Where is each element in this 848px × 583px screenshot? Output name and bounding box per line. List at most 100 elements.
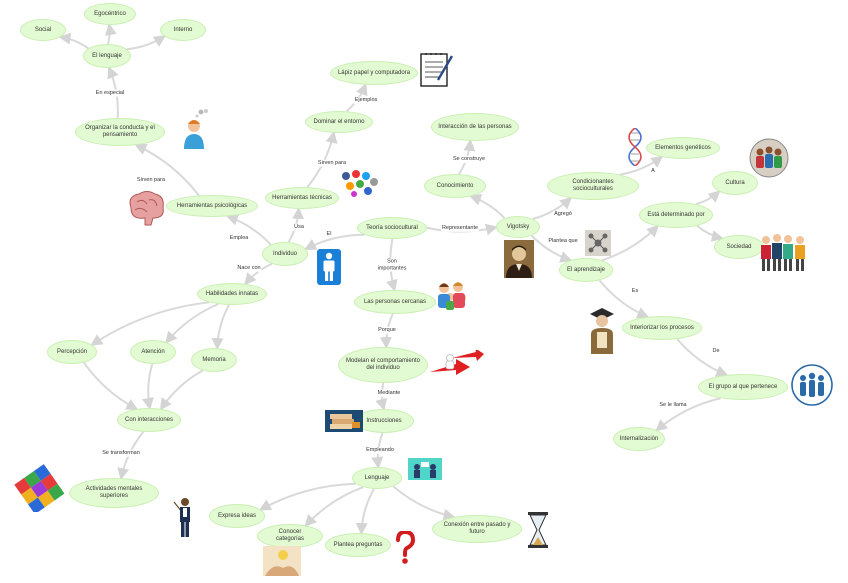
node-condicionantes-socioculturales[interactable]: Condicionantes socioculturales — [547, 172, 639, 200]
edge-label-es: Es — [630, 287, 640, 295]
connector-lenguaje-to-conocer — [304, 486, 364, 527]
connector-memoria-to-con-interacciones — [159, 369, 204, 411]
graduate-person-icon — [590, 308, 614, 354]
node-interno[interactable]: Interno — [160, 19, 206, 41]
node-conocimiento[interactable]: Conocimiento — [424, 174, 486, 198]
node-egocentrico[interactable]: Egocéntrico — [84, 3, 136, 25]
connector-aprendizaje-to-esta-det — [601, 224, 659, 262]
edge-label-en-especial: En especial — [94, 89, 126, 97]
restroom-person-icon — [317, 249, 341, 285]
connector-aprendizaje-to-interiorizar — [598, 279, 650, 319]
edge-label-porque: Porque — [377, 326, 397, 334]
edge-label-mediante: Mediante — [376, 389, 402, 397]
connector-habilidades-to-memoria — [211, 304, 230, 351]
edge-label-nace-con: Nace con — [236, 264, 262, 272]
node-memoria[interactable]: Memoria — [191, 348, 237, 372]
hourglass-icon — [528, 512, 548, 548]
node-internalizacion[interactable]: Internalización — [613, 427, 665, 451]
connector-el-lenguaje-to-social — [58, 32, 89, 50]
node-herramientas-tecnicas[interactable]: Herramientas técnicas — [265, 187, 339, 209]
connector-individuo-to-habilidades — [244, 262, 273, 286]
connector-herr-psico-to-organizar — [134, 143, 200, 197]
node-percepcion[interactable]: Percepción — [47, 340, 97, 364]
node-plantea-preguntas[interactable]: Plantea preguntas — [325, 533, 391, 557]
edge-label-usa: Usa — [293, 223, 305, 231]
node-interaccion-personas[interactable]: Interacción de las personas — [431, 113, 519, 141]
node-individuo[interactable]: Individuo — [262, 242, 308, 266]
node-habilidades-innatas[interactable]: Habilidades innatas — [197, 283, 267, 305]
connector-teoria-to-individuo — [304, 233, 365, 250]
connector-vigotsky-to-aprendizaje — [530, 234, 573, 263]
node-elementos-geneticos[interactable]: Elementos genéticos — [646, 137, 720, 159]
node-esta-determinado[interactable]: Está determinado por — [639, 202, 713, 228]
node-social[interactable]: Social — [20, 19, 66, 41]
connector-condicionantes-to-elementos — [619, 155, 664, 176]
connector-interiorizar-to-grupo — [676, 338, 729, 377]
edge-label-sirven-para-2: Sirven para — [316, 159, 348, 167]
node-atencion[interactable]: Atención — [130, 340, 176, 364]
node-herramientas-psicologicas[interactable]: Herramientas psicológicas — [166, 195, 258, 217]
connector-esta-det-to-sociedad — [696, 224, 724, 242]
edge-label-representante: Representante — [440, 224, 480, 232]
node-organizar-conducta[interactable]: Organizar la conducta y el pensamiento — [75, 118, 165, 146]
node-actividades-mentales[interactable]: Actividades mentales superiores — [69, 478, 159, 508]
node-el-lenguaje[interactable]: El lenguaje — [83, 44, 131, 68]
node-personas-cercanas[interactable]: Las personas cercanas — [354, 290, 436, 314]
connector-habilidades-to-atencion — [165, 303, 219, 344]
node-grupo-pertenece[interactable]: El grupo al que pertenece — [698, 374, 788, 400]
connector-teoria-to-vigotsky — [426, 223, 498, 236]
node-modelan-comportamiento[interactable]: Modelan el comportamiento del individuo — [338, 347, 428, 383]
node-conexion-pasado-futuro[interactable]: Conexión entre pasado y futuro — [432, 515, 522, 543]
edge-label-ejemplos: Ejemplos — [353, 96, 379, 104]
connector-grupo-to-internalizacion — [655, 397, 721, 432]
group-meeting-icon — [761, 234, 805, 271]
edge-label-se-transforman: Se transforman — [101, 449, 141, 457]
node-conocer-categorias[interactable]: Conocer categorías — [257, 524, 323, 548]
crowd-icon — [749, 138, 789, 178]
node-interiorizar-procesos[interactable]: Interiorizar los procesos — [622, 316, 702, 340]
connector-lenguaje-to-plantea — [355, 488, 375, 536]
ideas-icon — [408, 458, 442, 480]
edge-label-empleando: Empleando — [365, 446, 395, 454]
connector-lenguaje-to-conexion — [392, 485, 456, 521]
edge-label-plantea-que: Plantea que — [547, 237, 579, 245]
edge-label-a: A — [650, 167, 656, 175]
puzzle-icon — [14, 464, 65, 512]
connector-vigotsky-to-condicionantes — [532, 196, 573, 220]
arrows-person-icon — [430, 350, 484, 375]
connector-esta-det-to-cultura — [695, 190, 721, 206]
connector-vigotsky-to-conocimiento — [468, 194, 506, 219]
portrait-icon — [504, 240, 534, 278]
edge-label-emplea: Emplea — [228, 234, 250, 242]
connector-habilidades-to-percepcion — [90, 301, 210, 346]
edge-label-de: De — [711, 347, 721, 355]
node-expresa-ideas[interactable]: Expresa ideas — [209, 504, 265, 528]
family-group-icon — [438, 282, 466, 310]
teacher-icon — [173, 498, 190, 537]
node-instrucciones[interactable]: Instrucciones — [354, 409, 414, 433]
connector-atencion-to-con-interacciones — [142, 363, 154, 410]
question-mark-icon — [396, 531, 416, 564]
group-circle-icon — [791, 364, 833, 406]
node-el-aprendizaje[interactable]: El aprendizaje — [559, 258, 613, 282]
node-lenguaje[interactable]: Lenguaje — [352, 467, 402, 489]
brain-icon — [129, 191, 164, 226]
edge-label-agrego: Agregó — [553, 210, 573, 218]
node-dominar-entorno[interactable]: Dominar el entorno — [305, 111, 373, 133]
node-cultura[interactable]: Cultura — [712, 171, 758, 195]
notepad-pen-icon — [420, 53, 454, 87]
node-con-interacciones[interactable]: Con interacciones — [117, 408, 181, 432]
books-icon — [325, 410, 363, 432]
node-vigotsky[interactable]: Vigotsky — [496, 216, 540, 238]
edge-label-se-le-llama: Se le llama — [658, 401, 688, 409]
social-media-icon — [342, 170, 378, 197]
connector-percepcion-to-con-interacciones — [83, 361, 139, 410]
edge-label-se-construye: Se construye — [451, 155, 487, 163]
node-sociedad[interactable]: Sociedad — [714, 235, 764, 259]
molecule-icon — [585, 230, 611, 256]
node-teoria-sociocultural[interactable]: Teoría sociocultural — [357, 217, 427, 239]
node-lapiz-papel[interactable]: Lápiz papel y computadora — [330, 61, 418, 85]
connector-el-lenguaje-to-egocentrico — [104, 23, 117, 45]
thinking-person-icon — [184, 109, 208, 149]
